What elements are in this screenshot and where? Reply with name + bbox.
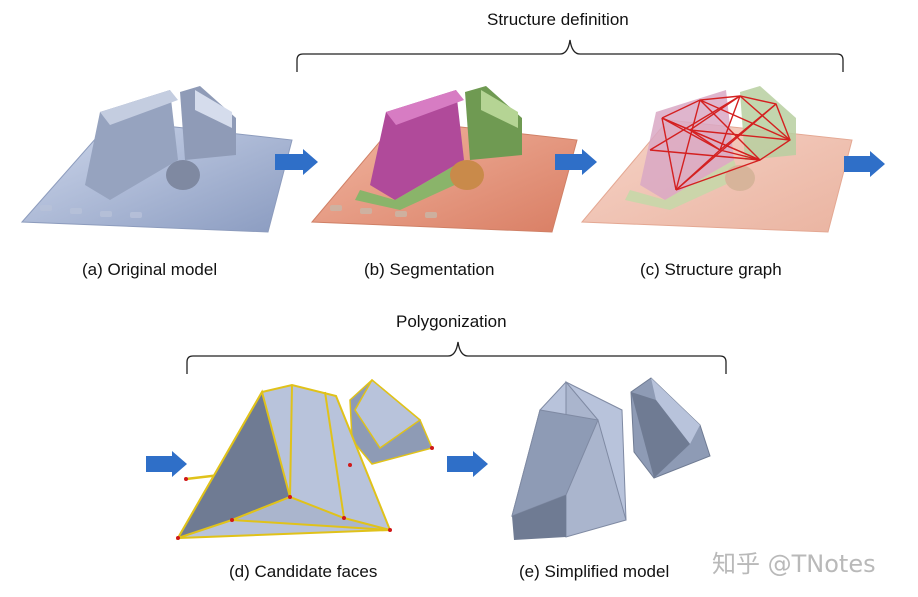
watermark: 知乎 @TNotes	[712, 550, 876, 578]
caption-segmentation: (b) Segmentation	[364, 260, 495, 279]
curly-brace-icon	[186, 341, 727, 374]
curly-brace-icon	[296, 39, 844, 72]
caption-original-model: (a) Original model	[82, 260, 218, 279]
arrow-right-icon	[555, 149, 597, 175]
caption-candidate-faces: (d) Candidate faces	[229, 562, 378, 581]
arrow-right-icon	[447, 451, 488, 477]
caption-structure-graph: (c) Structure graph	[640, 260, 782, 279]
simplified-model-image	[511, 377, 711, 540]
caption-simplified-model: (e) Simplified model	[519, 562, 670, 581]
structure-definition-title: Structure definition	[487, 10, 629, 29]
segmentation-image	[310, 86, 578, 233]
arrow-right-icon	[275, 149, 318, 175]
structure-graph-image	[580, 86, 853, 233]
graph-edges	[649, 95, 791, 191]
original-model-image	[20, 86, 293, 233]
arrow-right-icon	[844, 151, 885, 177]
candidate-faces-image	[175, 378, 434, 540]
arrow-right-icon	[146, 451, 187, 477]
polygonization-title: Polygonization	[396, 312, 507, 331]
